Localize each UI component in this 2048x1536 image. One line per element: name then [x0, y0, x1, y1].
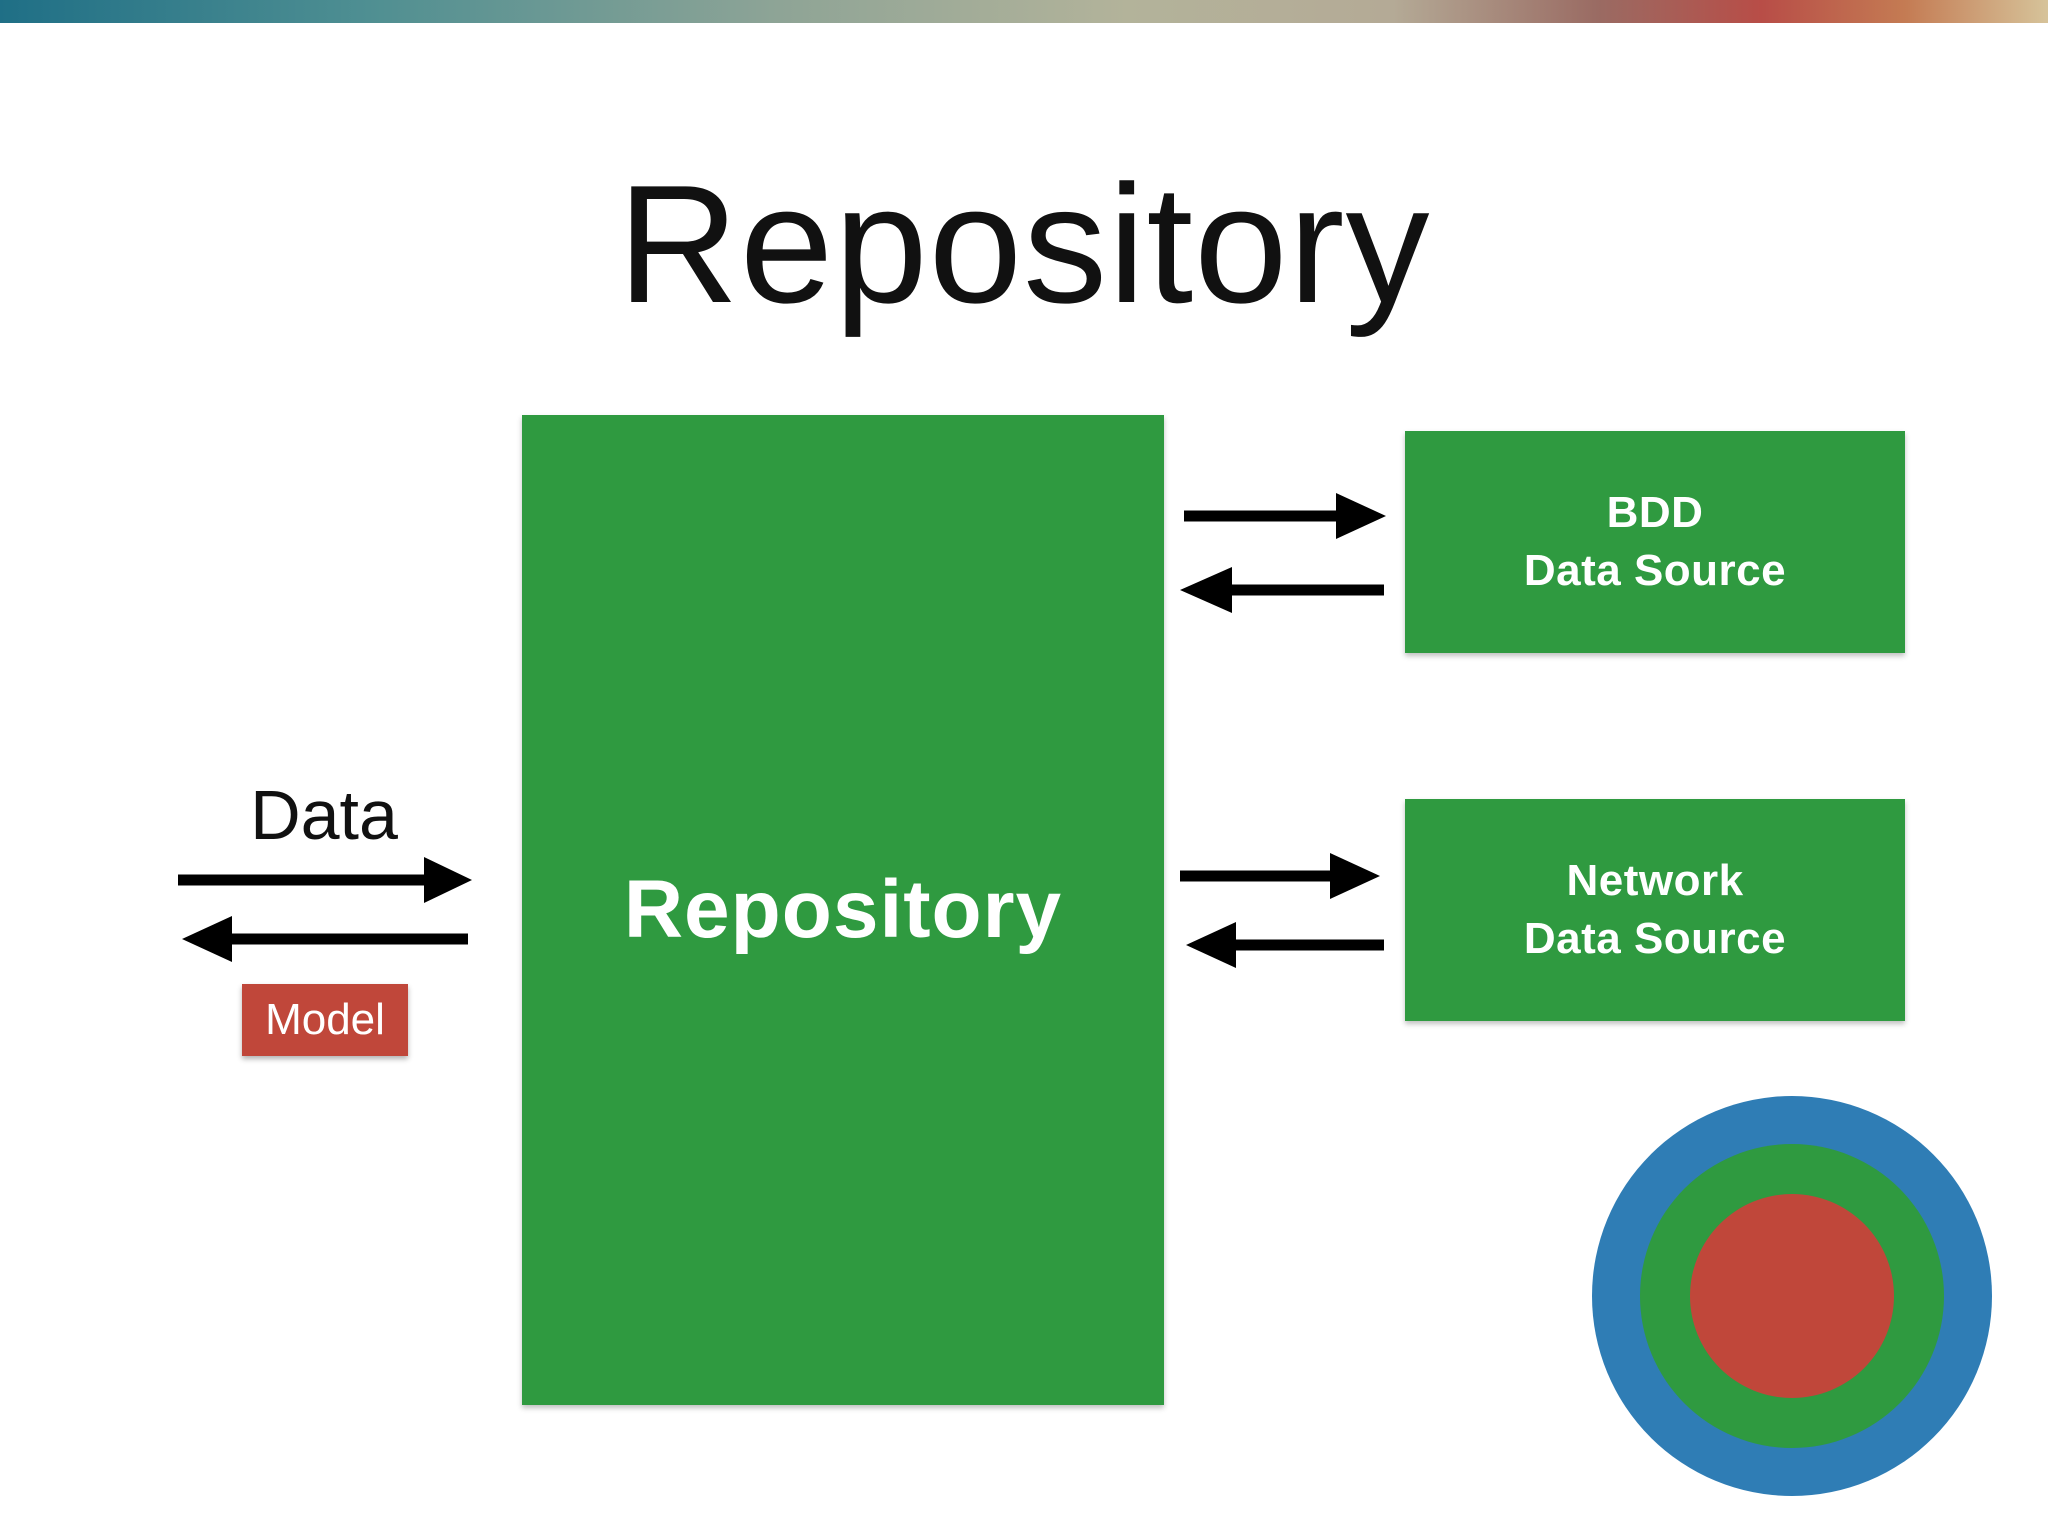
repository-box-label: Repository — [623, 864, 1063, 955]
network-request-arrow — [1180, 853, 1380, 899]
top-color-band — [0, 0, 2048, 23]
slide-title: Repository — [617, 150, 1431, 338]
bdd-label-line2: Data Source — [1523, 546, 1787, 595]
network-data-source-box: Network Data Source — [1405, 799, 1905, 1021]
core-circle — [1690, 1194, 1894, 1398]
client-request-arrow — [178, 857, 472, 903]
network-label-line2: Data Source — [1523, 914, 1787, 963]
network-response-arrow — [1186, 922, 1384, 968]
client-response-arrow — [182, 916, 468, 962]
repository-box: Repository — [522, 415, 1164, 1405]
bdd-data-source-box: BDD Data Source — [1405, 431, 1905, 653]
model-badge: Model — [242, 984, 408, 1056]
data-label: Data — [250, 776, 398, 854]
layered-circles-icon — [1592, 1096, 1992, 1496]
model-badge-label: Model — [265, 995, 385, 1044]
network-label-line1: Network — [1566, 856, 1744, 905]
bdd-response-arrow — [1180, 567, 1384, 613]
bdd-label-line1: BDD — [1606, 488, 1704, 537]
bdd-request-arrow — [1184, 493, 1386, 539]
